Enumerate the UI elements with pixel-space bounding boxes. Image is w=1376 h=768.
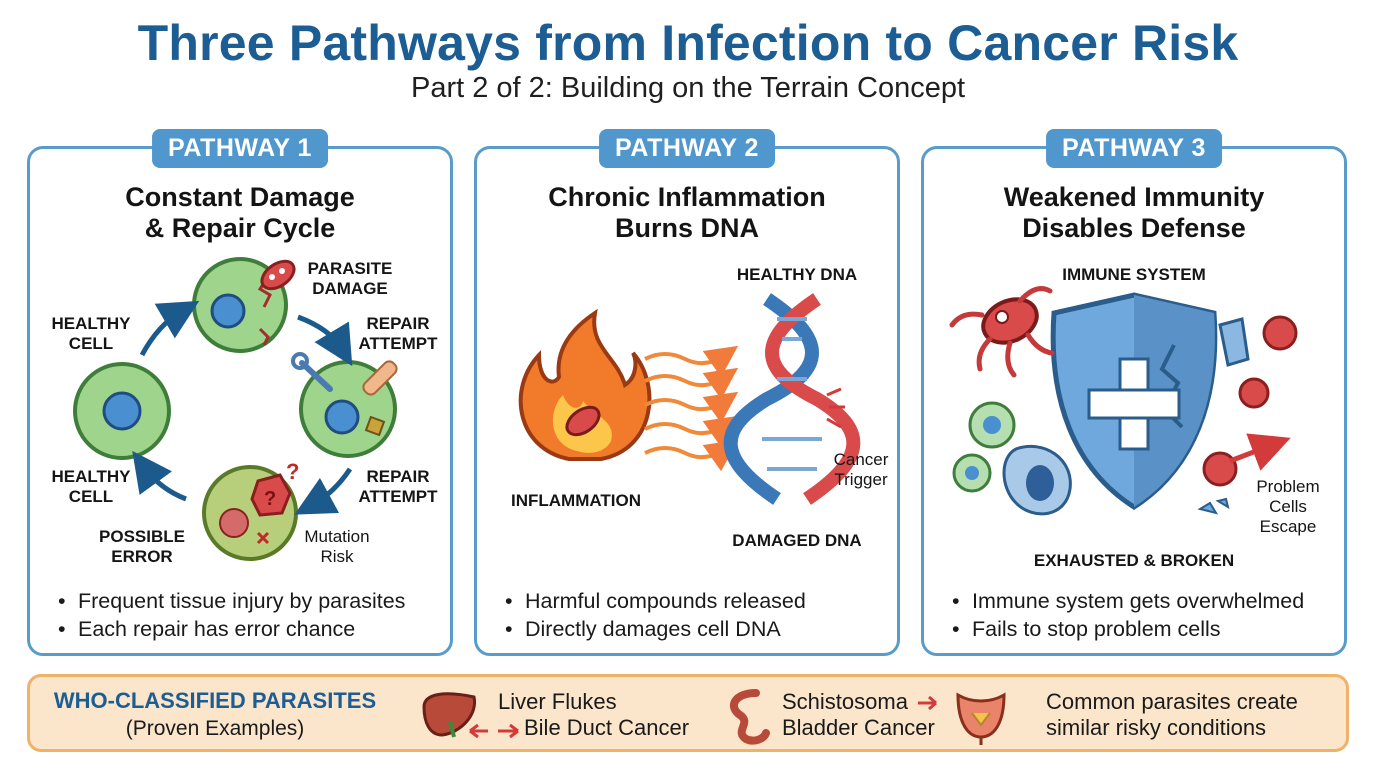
pathway-2-title: Chronic Inflammation Burns DNA — [477, 182, 897, 244]
cycle-arrow-4 — [132, 450, 187, 502]
pathway-1-badge: PATHWAY 1 — [152, 129, 328, 168]
error-cell-icon: ? ? — [202, 459, 299, 561]
pathway-2-bullet-2: Directly damages cell DNA — [505, 615, 889, 643]
label-exhausted-broken: EXHAUSTED & BROKEN — [1033, 551, 1235, 570]
healthy-cell-icon — [73, 362, 171, 460]
liver-icon — [422, 692, 477, 738]
footer-example2-line1: Schistosoma — [782, 689, 908, 714]
parasite-icon — [949, 286, 1055, 378]
bladder-icon — [956, 692, 1006, 745]
pathway-3-bullets: Immune system gets overwhelmed Fails to … — [952, 587, 1336, 643]
arrow-right-icon — [918, 695, 937, 711]
wrench-icon — [291, 352, 333, 392]
label-healthy-dna: HEALTHY DNA — [736, 265, 858, 284]
pathway-1-bullet-2: Each repair has error chance — [58, 615, 442, 643]
cancer-cells-icon — [1202, 315, 1298, 487]
pathway-3-panel: PATHWAY 3 Weakened Immunity Disables Def… — [921, 129, 1347, 656]
label-inflammation: INFLAMMATION — [511, 491, 641, 510]
immunity-shield-diagram — [949, 286, 1298, 516]
footer-note-line1: Common parasites create — [1046, 689, 1298, 714]
parasite-icon — [260, 259, 296, 291]
inflammation-dna-diagram — [518, 293, 861, 505]
pathway-3-title-line2: Disables Defense — [1022, 213, 1246, 243]
pathway-1-bullets: Frequent tissue injury by parasites Each… — [58, 587, 442, 643]
bidirectional-arrow-icon — [469, 723, 519, 739]
cycle-arrow-1 — [139, 300, 200, 357]
pathway-3-title: Weakened Immunity Disables Defense — [924, 182, 1344, 244]
schistosoma-worm-icon — [730, 689, 770, 745]
flame-icon — [518, 308, 652, 461]
footer-example1-line1: Liver Flukes — [498, 689, 617, 714]
pathway-1-panel: PATHWAY 1 Constant Damage & Repair Cycle — [27, 129, 453, 656]
pathway-2-title-line2: Burns DNA — [614, 213, 759, 243]
pathway-1-title-line2: & Repair Cycle — [144, 213, 336, 243]
pathway-2-panel: PATHWAY 2 Chronic Inflammation Burns DNA — [474, 129, 900, 656]
cycle-arrow-2 — [297, 314, 353, 367]
footer-example1-line2: Bile Duct Cancer — [524, 715, 690, 740]
label-damaged-dna: DAMAGED DNA — [732, 531, 862, 550]
svg-text:?: ? — [286, 459, 299, 484]
shield-icon — [1050, 292, 1250, 515]
footer-subheading: (Proven Examples) — [125, 717, 305, 740]
escape-arrow — [1229, 433, 1291, 471]
pathway-3-badge: PATHWAY 3 — [1046, 129, 1222, 168]
footer-note-line2: similar risky conditions — [1046, 715, 1267, 740]
pathway-3-bullet-2: Fails to stop problem cells — [952, 615, 1336, 643]
pathway-3-title-line1: Weakened Immunity — [1003, 182, 1265, 212]
pathway-1-title: Constant Damage & Repair Cycle — [30, 182, 450, 244]
page-title: Three Pathways from Infection to Cancer … — [137, 15, 1239, 71]
footer-heading: WHO-CLASSIFIED PARASITES — [53, 688, 377, 713]
pathway-2-title-line1: Chronic Inflammation — [548, 182, 826, 212]
pathway-1-title-line1: Constant Damage — [125, 182, 355, 212]
heat-arrows — [644, 345, 739, 472]
pathway-1-bullet-1: Frequent tissue injury by parasites — [58, 587, 442, 615]
svg-text:?: ? — [264, 488, 276, 510]
cycle-arrow-3 — [294, 467, 353, 515]
pathway-3-bullet-1: Immune system gets overwhelmed — [952, 587, 1336, 615]
page-subtitle: Part 2 of 2: Building on the Terrain Con… — [410, 72, 966, 104]
pathway-2-bullet-1: Harmful compounds released — [505, 587, 889, 615]
bandage-icon — [362, 360, 398, 396]
dna-helix-icon — [723, 293, 861, 505]
who-parasites-footer: WHO-CLASSIFIED PARASITES (Proven Example… — [27, 674, 1349, 752]
damage-repair-cycle-diagram: ? ? — [73, 257, 398, 561]
pathway-2-bullets: Harmful compounds released Directly dama… — [505, 587, 889, 643]
pathway-2-badge: PATHWAY 2 — [599, 129, 775, 168]
label-immune-system: IMMUNE SYSTEM — [1062, 265, 1206, 284]
immune-cells-icon — [952, 401, 1072, 516]
footer-example2-line2: Bladder Cancer — [782, 715, 935, 740]
